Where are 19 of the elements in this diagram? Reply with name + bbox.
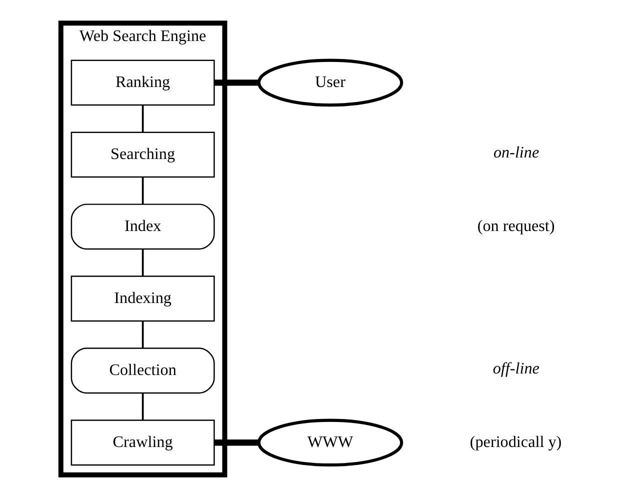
- node-box: Searching: [70, 132, 215, 178]
- connector: [142, 105, 144, 132]
- node-box: Collection: [70, 348, 215, 394]
- label: on-line: [493, 144, 540, 162]
- connector: [142, 249, 144, 276]
- connector: [214, 80, 259, 86]
- connector: [142, 393, 144, 420]
- connector: [142, 321, 144, 348]
- node-box: Index: [70, 204, 215, 250]
- label: off-line: [492, 360, 540, 378]
- node-box: Crawling: [70, 420, 215, 466]
- label: (on request): [477, 218, 555, 235]
- connector: [214, 440, 259, 446]
- node-ellipse: User: [257, 58, 404, 107]
- label: (periodicall y): [470, 434, 562, 451]
- node-box: Indexing: [70, 276, 215, 322]
- connector: [142, 177, 144, 204]
- node-ellipse: WWW: [257, 418, 404, 467]
- node-box: Ranking: [70, 60, 215, 106]
